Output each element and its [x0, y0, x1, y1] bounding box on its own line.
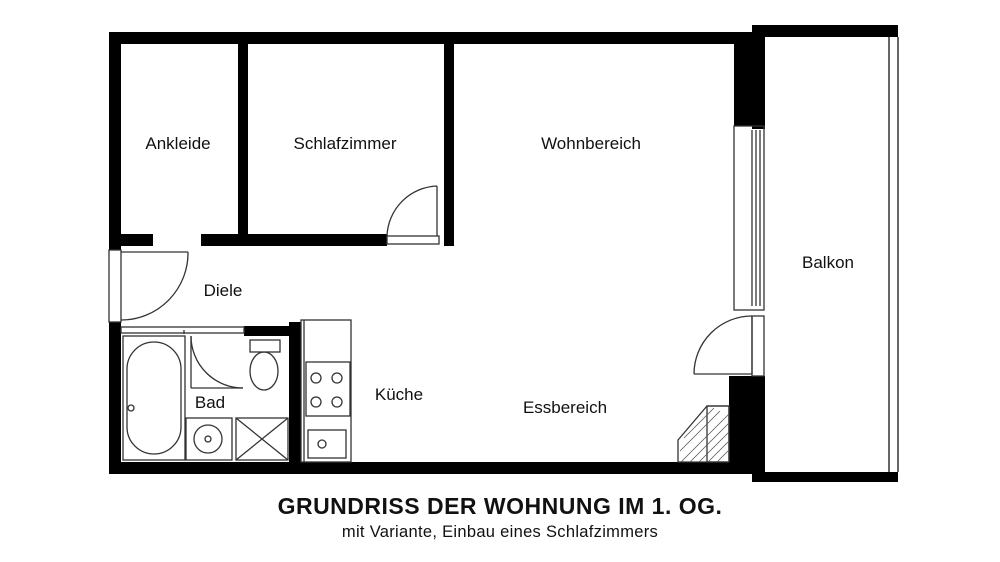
room-label-ankleide: Ankleide [145, 134, 210, 153]
bathtub [122, 335, 186, 461]
wall-ankleide-schlafzimmer [238, 44, 248, 244]
toilet [249, 339, 281, 391]
balcony-bottom-rail [752, 472, 898, 482]
wall-right-lower [729, 376, 765, 474]
balcony-door [693, 315, 753, 375]
chimney [677, 405, 730, 463]
wall-ankleide-bottom-left [121, 234, 153, 246]
room-label-kueche: Küche [375, 385, 423, 404]
plan-subtitle: mit Variante, Einbau eines Schlafzimmers [341, 523, 659, 541]
washbasin [185, 417, 233, 461]
wall-bath-kitchen [289, 322, 301, 462]
wall-top [109, 32, 755, 44]
room-label-schlafzimmer: Schlafzimmer [294, 134, 397, 153]
wall-left-lower [109, 322, 121, 472]
bedroom-walls [121, 44, 454, 246]
entrance-door [108, 249, 189, 323]
wall-right-upper [734, 32, 756, 126]
shower-tray [235, 417, 289, 461]
room-label-essbereich: Essbereich [523, 398, 607, 417]
room-label-wohnbereich: Wohnbereich [541, 134, 641, 153]
balcony-window [733, 125, 765, 377]
wall-schlafzimmer-wohn [444, 44, 454, 246]
kitchen-counter [300, 319, 352, 463]
balcony-wall [752, 25, 765, 129]
wall-bath-top-right [244, 326, 294, 336]
balcony [752, 25, 899, 482]
wall-bedroom-bottom [201, 234, 387, 246]
room-label-diele: Diele [204, 281, 243, 300]
room-label-bad: Bad [195, 393, 225, 412]
plan-title: GRUNDRISS DER WOHNUNG IM 1. OG. [277, 493, 723, 519]
bathroom-door [120, 326, 245, 334]
room-label-balkon: Balkon [802, 253, 854, 272]
balcony-top-rail [752, 25, 898, 37]
wall-left-upper [109, 32, 121, 250]
bathroom-walls [244, 322, 301, 462]
bedroom-door [386, 185, 440, 245]
outer-walls [109, 32, 765, 474]
wall-bottom [109, 462, 765, 474]
shower-door [190, 335, 244, 389]
